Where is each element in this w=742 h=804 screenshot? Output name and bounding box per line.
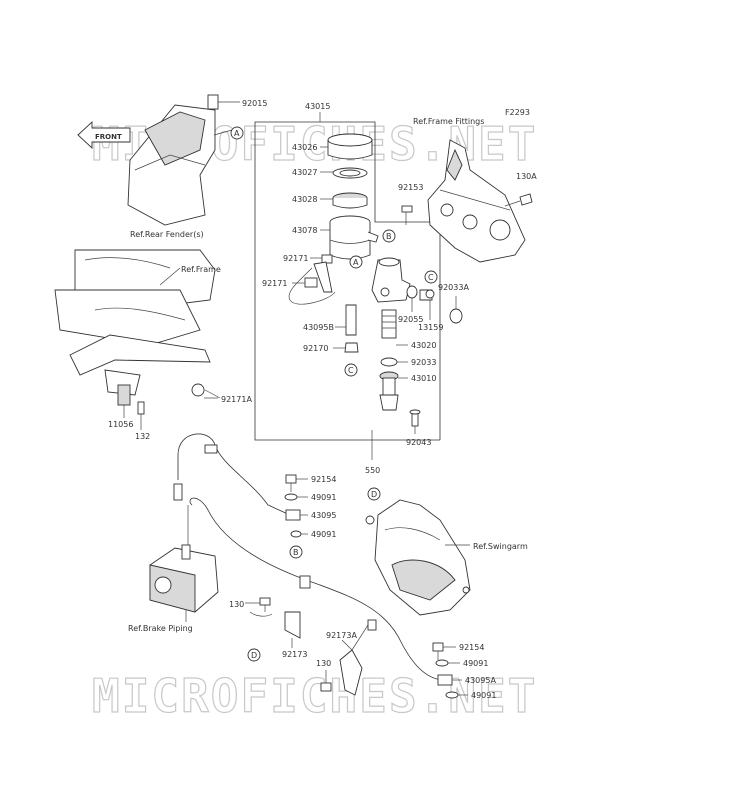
watermark-bottom: MICROFICHES.NET — [92, 669, 537, 723]
part-number: 43078 — [292, 226, 317, 235]
reservoir-hose-43095b — [288, 261, 357, 336]
bolt-130a — [504, 193, 533, 207]
part-number: 132 — [135, 432, 150, 441]
svg-text:A: A — [353, 258, 359, 267]
svg-text:D: D — [251, 651, 257, 660]
pin-92043 — [409, 409, 421, 427]
marker-b-1: B — [382, 229, 396, 243]
frame-fittings-bracket — [427, 139, 526, 263]
bolt-92153 — [401, 205, 413, 225]
abs-unit — [149, 544, 219, 613]
part-number: 49091 — [311, 530, 336, 539]
banjo-bolt-92154-top — [285, 474, 297, 492]
part-number: 92171 — [283, 254, 308, 263]
ref-brake-piping: Ref.Brake Piping — [128, 624, 193, 633]
part-number: 92015 — [242, 99, 267, 108]
svg-text:A: A — [234, 129, 240, 138]
part-number: 92170 — [303, 344, 328, 353]
part-number: 92173 — [282, 650, 307, 659]
part-number: 130A — [516, 172, 537, 181]
part-number: 92154 — [459, 643, 484, 652]
figure-code: F2293 — [505, 108, 530, 117]
ring-92033 — [380, 357, 398, 367]
master-cylinder-body — [371, 257, 411, 303]
leader-lines — [123, 146, 470, 696]
part-number: 92033A — [438, 283, 469, 292]
part-number: 43020 — [411, 341, 436, 350]
front-label: FRONT — [95, 133, 122, 141]
ref-rear-fender: Ref.Rear Fender(s) — [130, 230, 204, 239]
part-number: 92154 — [311, 475, 336, 484]
diaphragm-43028 — [332, 192, 368, 209]
svg-text:B: B — [293, 548, 299, 557]
part-number: 43015 — [305, 102, 330, 111]
part-number: 43010 — [411, 374, 436, 383]
part-number: 43095A — [465, 676, 496, 685]
swingarm-part — [365, 499, 471, 616]
ref-frame-fittings: Ref.Frame Fittings — [413, 117, 484, 126]
part-number: 130 — [229, 600, 244, 609]
washer-49091-top — [284, 493, 298, 501]
bolt-130-lower — [320, 682, 332, 692]
fitting-13159 — [419, 289, 435, 301]
washer-49091-mid — [290, 530, 302, 538]
svg-text:C: C — [348, 366, 354, 375]
ref-swingarm: Ref.Swingarm — [473, 542, 528, 551]
part-number: 550 — [365, 466, 380, 475]
part-number: 49091 — [471, 691, 496, 700]
reservoir-43078 — [329, 215, 379, 260]
marker-c-2: C — [344, 363, 358, 377]
clamp-92170 — [344, 342, 359, 353]
marker-d-2: D — [247, 648, 261, 662]
marker-a-1: A — [230, 126, 244, 140]
part-number: 92055 — [398, 315, 423, 324]
svg-text:D: D — [371, 490, 377, 499]
svg-text:B: B — [386, 232, 392, 241]
part-number: 92043 — [406, 438, 431, 447]
brake-hose-43095 — [173, 433, 301, 521]
part-number: 43027 — [292, 168, 317, 177]
part-number: 43026 — [292, 143, 317, 152]
marker-a-2: A — [349, 255, 363, 269]
plate-43027 — [332, 167, 368, 179]
o-ring-92055 — [406, 285, 418, 299]
bolt-130 — [249, 597, 273, 617]
part-number: 13159 — [418, 323, 443, 332]
part-number: 92173A — [326, 631, 357, 640]
clamp-92173 — [284, 611, 301, 639]
reservoir-cap-43026 — [327, 133, 373, 160]
marker-b-2: B — [289, 545, 303, 559]
part-number: 49091 — [311, 493, 336, 502]
marker-d-1: D — [367, 487, 381, 501]
bracket-92173a — [339, 619, 377, 696]
hose-clamp-92171 — [304, 254, 333, 288]
part-number: 43095B — [303, 323, 334, 332]
frame-part — [54, 249, 221, 415]
svg-text:C: C — [428, 273, 434, 282]
ref-frame: Ref.Frame — [181, 265, 221, 274]
piston-43020 — [381, 309, 397, 339]
part-number: 43095 — [311, 511, 336, 520]
part-number: 92033 — [411, 358, 436, 367]
front-arrow-icon: FRONT — [77, 120, 131, 150]
part-number: 43028 — [292, 195, 317, 204]
banjo-bolt-92154-bottom — [432, 642, 444, 660]
part-number: 49091 — [463, 659, 488, 668]
assembly-43015-frame — [254, 112, 441, 441]
o-ring-92033a — [449, 308, 463, 324]
part-number: 92171A — [221, 395, 252, 404]
part-number: 92171 — [262, 279, 287, 288]
part-number: 92153 — [398, 183, 423, 192]
part-number: 130 — [316, 659, 331, 668]
part-number: 11056 — [108, 420, 133, 429]
marker-c-1: C — [424, 270, 438, 284]
rear-fender-part — [127, 94, 240, 226]
push-rod-43010 — [379, 371, 399, 411]
